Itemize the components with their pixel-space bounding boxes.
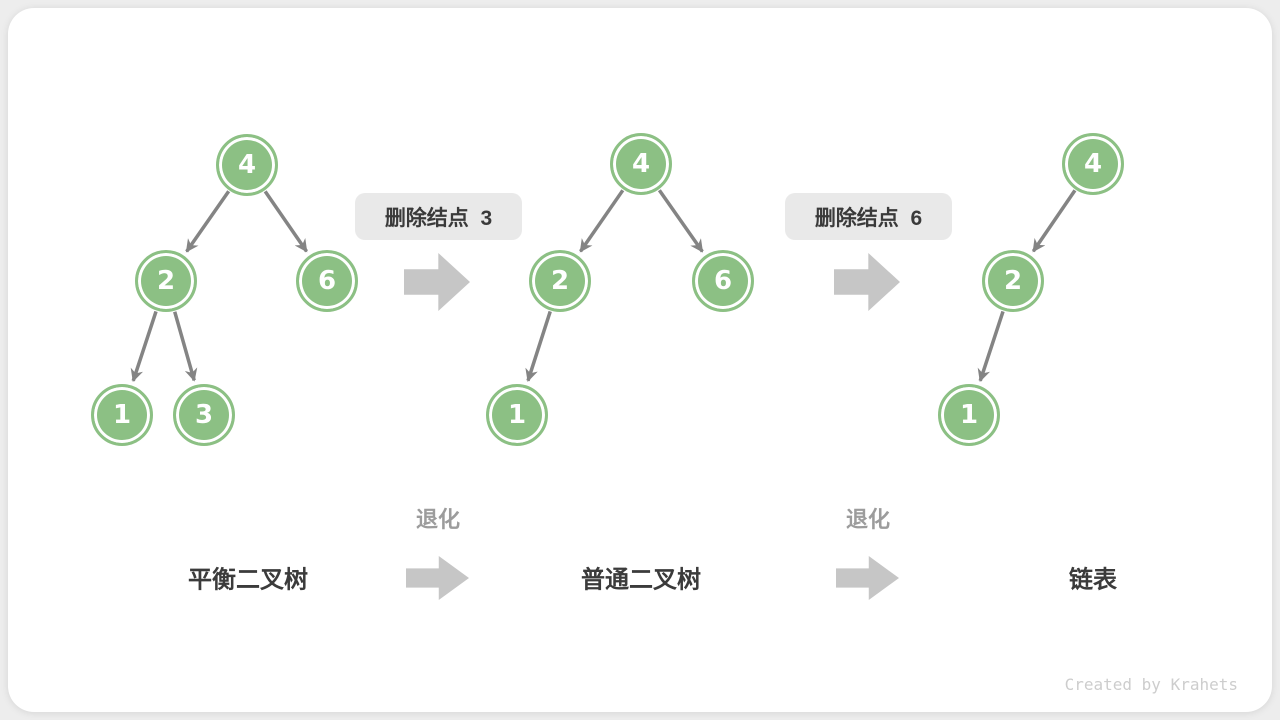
tree-1-edge-2-1 [130, 310, 158, 383]
caption-linked-list: 链表 [1069, 566, 1117, 594]
caption-balanced-binary-tree: 平衡二叉树 [188, 566, 308, 594]
tree-1-edge-4-2 [185, 190, 231, 253]
step-label-text: 删除结点 3 [384, 206, 493, 230]
diagram-card [8, 8, 1272, 712]
tree-2-edge-4-6 [657, 189, 704, 253]
step-label-delete-node-6: 删除结点 6 [785, 193, 952, 240]
tree-1-node-6: 6 [296, 250, 358, 312]
tree-1-edge-2-3 [173, 311, 198, 382]
tree-3-edge-4-2 [1031, 189, 1077, 253]
tree-1-node-3: 3 [173, 384, 235, 446]
tree-2-node-6: 6 [692, 250, 754, 312]
tree-3-node-2: 2 [982, 250, 1044, 312]
tree-3-node-1: 1 [938, 384, 1000, 446]
tree-2-edge-2-1 [525, 310, 552, 382]
tree-3-node-4: 4 [1062, 133, 1124, 195]
caption-ordinary-binary-tree: 普通二叉树 [581, 566, 701, 594]
tree-2-edge-4-2 [579, 189, 625, 253]
degrade-label-2: 退化 [845, 507, 891, 532]
degrade-label-1: 退化 [415, 507, 461, 532]
tree-1-node-2: 2 [135, 250, 197, 312]
tree-1-node-4: 4 [216, 134, 278, 196]
tree-1-edge-4-6 [263, 190, 309, 253]
tree-2-node-2: 2 [529, 250, 591, 312]
tree-3-edge-2-1 [977, 310, 1005, 383]
watermark-credit: Created by Krahets [1064, 675, 1238, 694]
step-label-delete-node-3: 删除结点 3 [355, 193, 522, 240]
step-label-text: 删除结点 6 [814, 206, 923, 230]
tree-2-node-1: 1 [486, 384, 548, 446]
tree-1-node-1: 1 [91, 384, 153, 446]
tree-2-node-4: 4 [610, 133, 672, 195]
